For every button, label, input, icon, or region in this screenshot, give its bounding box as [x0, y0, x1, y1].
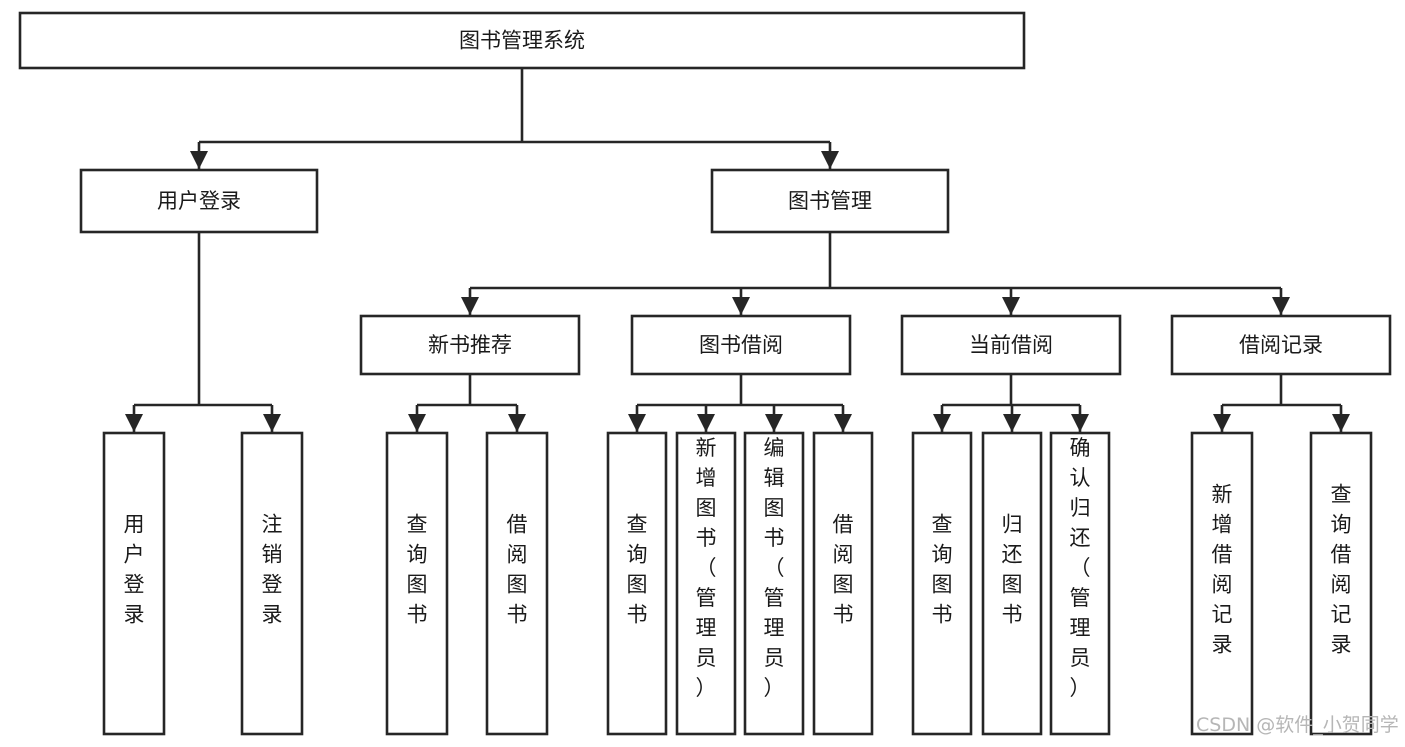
- connector-group-current: [933, 374, 1089, 432]
- node-box-leaf-query-book-3[interactable]: [911, 431, 973, 736]
- arrow-head-icon: [765, 414, 783, 432]
- arrow-head-icon: [1332, 414, 1350, 432]
- node-label-leaf-query-book-2: 查询图书: [627, 513, 648, 627]
- node-leaf-edit-book-admin[interactable]: 编辑图书（管理员）: [743, 431, 805, 736]
- node-leaf-borrow-book-2[interactable]: 借阅图书: [812, 431, 874, 736]
- node-leaf-query-book-2[interactable]: 查询图书: [606, 431, 668, 736]
- connector-group-bookmgmt: [461, 232, 1290, 315]
- connector-group-record: [1213, 374, 1350, 432]
- arrow-head-icon: [125, 414, 143, 432]
- arrow-head-icon: [697, 414, 715, 432]
- arrow-head-icon: [508, 414, 526, 432]
- node-leaf-borrow-book-1[interactable]: 借阅图书: [485, 431, 549, 736]
- csdn-watermark: CSDN @软件_小贺同学: [1196, 714, 1399, 736]
- node-layer: 图书管理系统用户登录图书管理新书推荐图书借阅当前借阅借阅记录用户登录注销登录查询…: [18, 11, 1392, 736]
- node-leaf-add-record[interactable]: 新增借阅记录: [1190, 431, 1254, 736]
- node-box-record[interactable]: [1170, 314, 1392, 376]
- arrow-head-icon: [628, 414, 646, 432]
- connector-group-newbook: [408, 374, 526, 432]
- node-box-leaf-query-book-2[interactable]: [606, 431, 668, 736]
- node-label-borrow: 图书借阅: [699, 333, 783, 357]
- node-label-root: 图书管理系统: [459, 29, 585, 53]
- node-label-leaf-borrow-book-2: 借阅图书: [833, 513, 854, 627]
- arrow-head-icon: [1003, 414, 1021, 432]
- node-label-leaf-edit-book-admin: 编辑图书（管理员）: [764, 436, 785, 700]
- node-label-leaf-user-login: 用户登录: [124, 513, 145, 627]
- node-box-leaf-add-record[interactable]: [1190, 431, 1254, 736]
- node-root[interactable]: 图书管理系统: [18, 11, 1026, 70]
- node-leaf-logout-login[interactable]: 注销登录: [240, 431, 304, 736]
- node-leaf-query-book-1[interactable]: 查询图书: [385, 431, 449, 736]
- node-label-leaf-borrow-book-1: 借阅图书: [507, 513, 528, 627]
- arrow-head-icon: [732, 297, 750, 315]
- node-label-leaf-query-record: 查询借阅记录: [1331, 483, 1352, 657]
- node-newbook[interactable]: 新书推荐: [359, 314, 581, 376]
- node-label-leaf-add-book-admin: 新增图书（管理员）: [696, 436, 717, 700]
- node-record[interactable]: 借阅记录: [1170, 314, 1392, 376]
- node-label-login: 用户登录: [157, 189, 241, 213]
- node-box-leaf-add-book-admin[interactable]: [675, 431, 737, 736]
- arrow-head-icon: [821, 151, 839, 169]
- arrow-head-icon: [408, 414, 426, 432]
- node-label-record: 借阅记录: [1239, 333, 1323, 357]
- node-login[interactable]: 用户登录: [79, 168, 319, 234]
- node-label-leaf-return-book: 归还图书: [1002, 513, 1023, 627]
- node-box-newbook[interactable]: [359, 314, 581, 376]
- node-box-login[interactable]: [79, 168, 319, 234]
- connector-layer: [125, 68, 1350, 432]
- arrow-head-icon: [190, 151, 208, 169]
- node-box-leaf-logout-login[interactable]: [240, 431, 304, 736]
- arrow-head-icon: [834, 414, 852, 432]
- node-box-current[interactable]: [900, 314, 1122, 376]
- node-box-bookmgmt[interactable]: [710, 168, 950, 234]
- arrow-head-icon: [933, 414, 951, 432]
- node-leaf-confirm-return-admin[interactable]: 确认归还（管理员）: [1049, 431, 1111, 736]
- arrow-head-icon: [1071, 414, 1089, 432]
- node-borrow[interactable]: 图书借阅: [630, 314, 852, 376]
- node-box-borrow[interactable]: [630, 314, 852, 376]
- arrow-head-icon: [461, 297, 479, 315]
- node-label-bookmgmt: 图书管理: [788, 189, 872, 213]
- connector-group-borrow: [628, 374, 852, 432]
- node-current[interactable]: 当前借阅: [900, 314, 1122, 376]
- node-label-newbook: 新书推荐: [428, 333, 512, 357]
- node-leaf-query-book-3[interactable]: 查询图书: [911, 431, 973, 736]
- node-leaf-add-book-admin[interactable]: 新增图书（管理员）: [675, 431, 737, 736]
- node-label-leaf-add-record: 新增借阅记录: [1212, 483, 1233, 657]
- arrow-head-icon: [1002, 297, 1020, 315]
- node-box-leaf-return-book[interactable]: [981, 431, 1043, 736]
- node-box-root[interactable]: [18, 11, 1026, 70]
- node-box-leaf-query-book-1[interactable]: [385, 431, 449, 736]
- node-leaf-return-book[interactable]: 归还图书: [981, 431, 1043, 736]
- node-bookmgmt[interactable]: 图书管理: [710, 168, 950, 234]
- node-box-leaf-edit-book-admin[interactable]: [743, 431, 805, 736]
- arrow-head-icon: [263, 414, 281, 432]
- node-label-current: 当前借阅: [969, 333, 1053, 357]
- node-label-leaf-confirm-return-admin: 确认归还（管理员）: [1070, 436, 1091, 700]
- node-box-leaf-borrow-book-2[interactable]: [812, 431, 874, 736]
- arrow-head-icon: [1272, 297, 1290, 315]
- node-leaf-user-login[interactable]: 用户登录: [102, 431, 166, 736]
- node-label-leaf-query-book-3: 查询图书: [932, 513, 953, 627]
- node-box-leaf-confirm-return-admin[interactable]: [1049, 431, 1111, 736]
- node-box-leaf-borrow-book-1[interactable]: [485, 431, 549, 736]
- node-box-leaf-query-record[interactable]: [1309, 431, 1373, 736]
- node-label-leaf-query-book-1: 查询图书: [407, 513, 428, 627]
- connector-group-login: [125, 232, 281, 432]
- node-leaf-query-record[interactable]: 查询借阅记录: [1309, 431, 1373, 736]
- arrow-head-icon: [1213, 414, 1231, 432]
- connector-group-root: [190, 68, 839, 169]
- node-box-leaf-user-login[interactable]: [102, 431, 166, 736]
- node-label-leaf-logout-login: 注销登录: [262, 513, 283, 627]
